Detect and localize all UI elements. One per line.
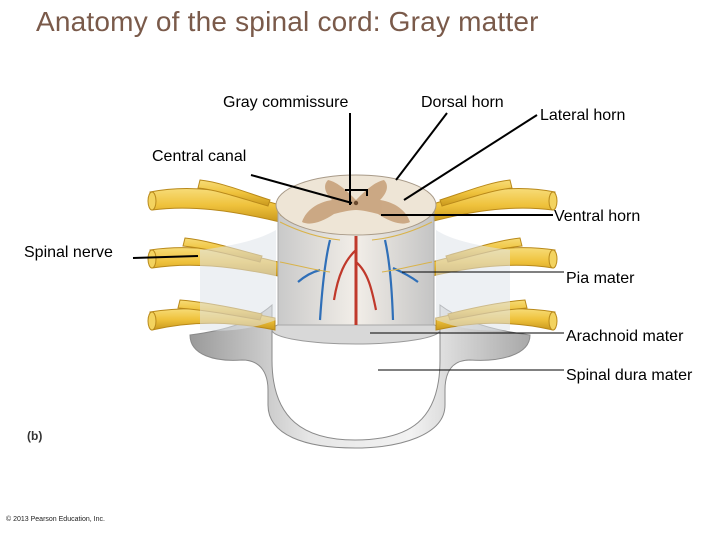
gray-matter <box>302 180 410 224</box>
blood-vessels <box>297 236 419 325</box>
label-lateral-horn: Lateral horn <box>540 107 626 124</box>
arachnoid-sheath <box>200 230 510 331</box>
label-dorsal-horn: Dorsal horn <box>421 94 504 111</box>
label-ventral-horn: Ventral horn <box>554 208 641 225</box>
copyright-notice: © 2013 Pearson Education, Inc. <box>6 516 105 523</box>
label-spinal-nerve: Spinal nerve <box>24 244 113 261</box>
nerve-ends <box>147 191 558 331</box>
label-gray-commissure: Gray commissure <box>223 94 349 111</box>
leader-lines <box>132 112 553 259</box>
label-arachnoid-mater: Arachnoid mater <box>566 328 684 345</box>
label-spinal-dura-mater: Spinal dura mater <box>566 367 693 384</box>
page-title: Anatomy of the spinal cord: Gray matter <box>36 6 539 37</box>
label-pia-mater: Pia mater <box>566 270 635 287</box>
leader-lines-thin <box>370 271 564 371</box>
cross-section <box>275 174 437 236</box>
label-central-canal: Central canal <box>152 148 247 165</box>
panel-label: (b) <box>27 429 43 443</box>
